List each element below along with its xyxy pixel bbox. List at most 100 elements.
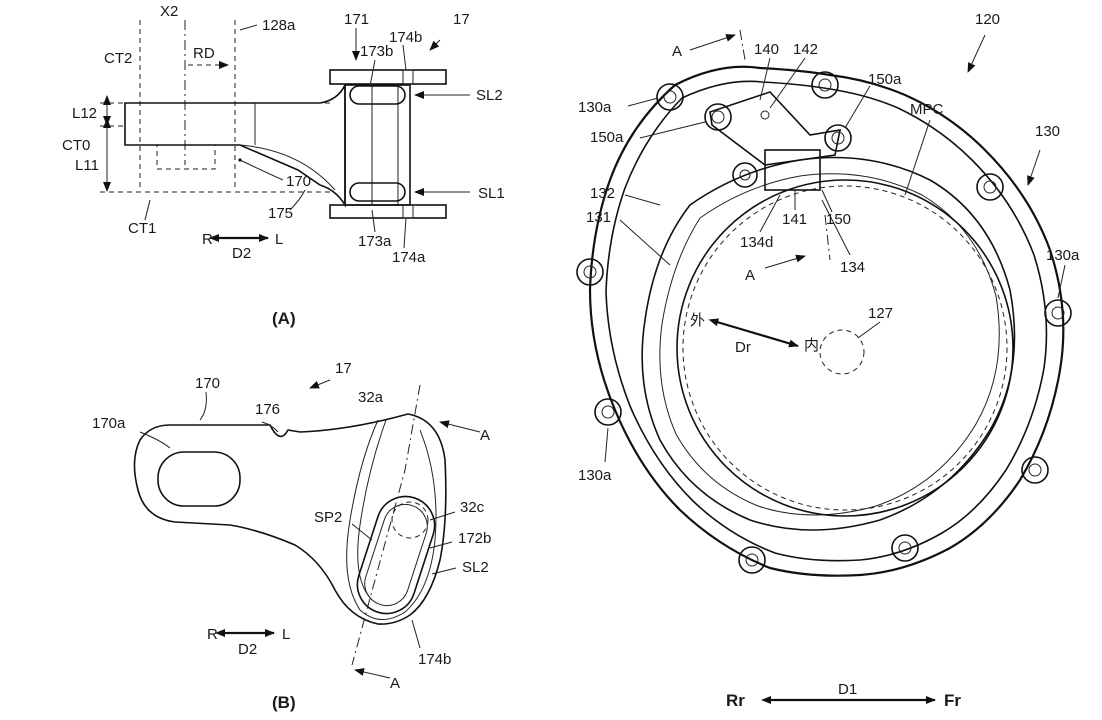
label-150a-left: 150a (590, 129, 624, 146)
leader-174b (402, 44, 407, 71)
leader-134d (759, 194, 781, 233)
leader-150 (821, 189, 833, 213)
section-line-b (351, 384, 421, 666)
label-r-b: R (207, 626, 218, 643)
label-130: 130 (1035, 123, 1060, 140)
inner-rib-2 (357, 419, 387, 601)
label-141: 141 (782, 211, 807, 228)
label-17-b: 17 (335, 360, 352, 377)
label-sp2: SP2 (314, 509, 342, 526)
caption-a: (A) (272, 309, 296, 328)
figure-b: 170 17 170a 176 32a A 32c SP2 172b SL2 1… (92, 360, 491, 712)
leader-120 (967, 34, 986, 73)
label-ct2: CT2 (104, 50, 132, 67)
label-120: 120 (975, 11, 1000, 28)
label-ct1: CT1 (128, 220, 156, 237)
label-132: 132 (590, 185, 615, 202)
label-32a: 32a (358, 389, 384, 406)
label-173a: 173a (358, 233, 392, 250)
section-arrow-b-top (439, 420, 481, 433)
label-l-b: L (282, 626, 290, 643)
leader-140 (759, 57, 771, 101)
label-175: 175 (268, 205, 293, 222)
label-fr: Fr (944, 691, 961, 710)
label-ct0: CT0 (62, 137, 90, 154)
label-l12: L12 (72, 105, 97, 122)
leader-128a (239, 24, 258, 31)
label-170-b: 170 (195, 375, 220, 392)
inner-opening (676, 179, 1014, 517)
cover-outline (588, 65, 1065, 577)
label-section-a-c-top: A (672, 43, 682, 60)
figure-c: 120 A 140 142 150a 130a 150a MPC 130 132… (576, 11, 1080, 710)
label-l-a: L (275, 231, 283, 248)
label-sl1: SL1 (478, 185, 505, 202)
leader-17-b (309, 379, 331, 389)
lever-150 (709, 91, 842, 166)
label-130a-right: 130a (1046, 247, 1080, 264)
label-131: 131 (586, 209, 611, 226)
label-174b: 174b (389, 29, 422, 46)
cover-rim (605, 80, 1048, 562)
label-171: 171 (344, 11, 369, 28)
leader-sl2-b (431, 567, 457, 575)
label-inner: 内 (804, 337, 819, 354)
label-130a-bottom: 130a (578, 467, 612, 484)
label-d2-b: D2 (238, 641, 257, 658)
leader-132 (624, 194, 661, 206)
upper-flange (329, 69, 447, 85)
label-134: 134 (840, 259, 865, 276)
label-x2: X2 (160, 3, 178, 20)
label-140: 140 (754, 41, 779, 58)
leader-131 (619, 219, 671, 266)
leader-mpc (904, 119, 931, 196)
label-127: 127 (868, 305, 893, 322)
leader-170-b (199, 391, 207, 421)
leader-150a-top (844, 85, 871, 129)
leader-127 (857, 321, 881, 339)
section-arrow-c-top (689, 34, 736, 51)
lever-outline (133, 413, 447, 625)
pin-142 (760, 110, 770, 120)
leader-170a (139, 431, 171, 449)
label-l11: L11 (75, 157, 99, 174)
label-outer: 外 (690, 312, 705, 329)
label-170-a: 170 (286, 173, 311, 190)
shaft-127 (819, 329, 865, 375)
label-d1: D1 (838, 681, 857, 698)
leader-134 (821, 199, 851, 256)
label-sl2-a: SL2 (476, 87, 503, 104)
label-170a: 170a (92, 415, 126, 432)
mid-ring-inner (659, 173, 1000, 516)
label-128a: 128a (262, 17, 296, 34)
label-section-a-c-mid: A (745, 267, 755, 284)
leader-174b-b (411, 619, 421, 649)
leader-130a-right (1057, 264, 1066, 299)
label-mpc: MPC (910, 101, 944, 118)
clip-141 (764, 149, 821, 191)
spring-sl2 (349, 85, 406, 105)
hidden-outline (156, 144, 216, 170)
spring-sl1 (349, 182, 406, 202)
label-150a-top: 150a (868, 71, 902, 88)
figure-a: X2 128a RD CT2 L12 CT0 L11 CT1 171 17 17… (62, 3, 505, 328)
dr-arrow (708, 318, 799, 348)
leader-174a (403, 217, 407, 249)
leader-142 (769, 57, 806, 109)
section-line-c-top (739, 29, 746, 61)
label-130a-top: 130a (578, 99, 612, 116)
leader-176 (261, 421, 279, 433)
label-176: 176 (255, 401, 280, 418)
leader-173a (371, 209, 376, 233)
label-134d: 134d (740, 234, 773, 251)
boss-150a-right (824, 124, 852, 152)
lower-tab-174a (402, 204, 414, 219)
leader-17-a (429, 39, 441, 51)
leader-130a-bottom (604, 427, 609, 463)
label-d2-a: D2 (232, 245, 251, 262)
arm-slope (239, 144, 336, 191)
section-line-c-mid (824, 214, 831, 261)
leader-130 (1027, 149, 1041, 186)
leader-150a-left (639, 121, 706, 139)
label-17-a: 17 (453, 11, 470, 28)
